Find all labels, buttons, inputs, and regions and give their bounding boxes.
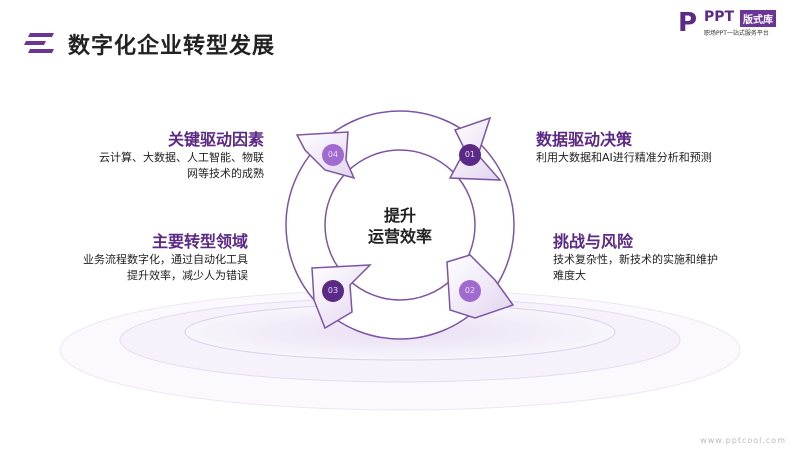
badge-02: 02 (459, 280, 481, 302)
center-label: 提升 运营效率 (350, 205, 450, 247)
logo-mark: P (678, 8, 698, 38)
step-desc: 业务流程数字化，通过自动化工具提升效率，减少人为错误 (83, 253, 248, 282)
logo-subtitle: 职场PPT一站式服务平台 (704, 30, 769, 37)
watermark: www.pptcool.com (700, 436, 786, 445)
badge-01: 01 (459, 144, 481, 166)
step-title: 关键驱动因素 (167, 130, 264, 149)
step-title: 数据驱动决策 (536, 130, 633, 149)
center-line1: 提升 (383, 206, 416, 225)
step-01: 数据驱动决策 利用大数据和AI进行精准分析和预测 (536, 126, 716, 166)
step-desc: 云计算、大数据、人工智能、物联网等技术的成熟 (99, 151, 264, 180)
badge-04: 04 (322, 144, 344, 166)
step-title: 主要转型领域 (151, 232, 248, 251)
logo-tag: 版式库 (740, 10, 776, 27)
step-04: 关键驱动因素 云计算、大数据、人工智能、物联网等技术的成熟 (92, 126, 264, 182)
inner-ring (324, 149, 476, 301)
step-desc: 利用大数据和AI进行精准分析和预测 (536, 151, 712, 164)
step-title: 挑战与风险 (553, 232, 634, 251)
logo-brand: PPT (704, 9, 735, 25)
step-desc: 技术复杂性，新技术的实施和维护难度大 (553, 253, 718, 282)
page-title: 数字化企业转型发展 (68, 34, 276, 59)
badge-03: 03 (322, 280, 344, 302)
step-02: 挑战与风险 技术复杂性，新技术的实施和维护难度大 (553, 228, 728, 284)
brand-logo: P PPT 版式库 职场PPT一站式服务平台 (678, 8, 793, 38)
menu-icon (24, 33, 54, 53)
center-line2: 运营效率 (367, 227, 432, 246)
step-03: 主要转型领域 业务流程数字化，通过自动化工具提升效率，减少人为错误 (80, 228, 248, 284)
